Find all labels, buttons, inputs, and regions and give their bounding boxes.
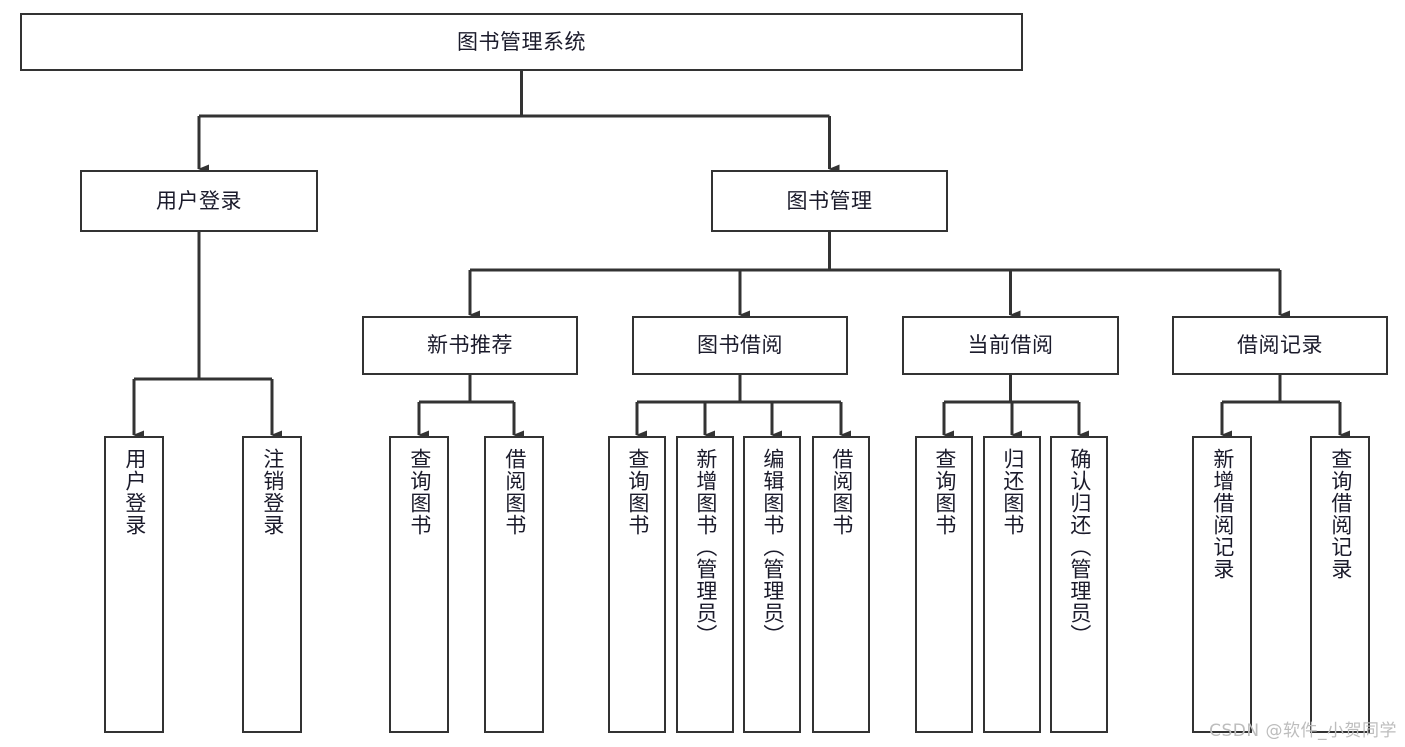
node-book-borrowing[interactable]: 图书借阅 — [632, 316, 848, 375]
leaf-add-book-admin[interactable]: 新增图书（管理员） — [676, 436, 734, 733]
node-new-book-recommendation[interactable]: 新书推荐 — [362, 316, 578, 375]
node-label: 用户登录 — [122, 448, 147, 536]
leaf-add-borrow-record[interactable]: 新增借阅记录 — [1192, 436, 1252, 733]
node-label: 图书管理 — [786, 188, 873, 213]
node-user-login[interactable]: 用户登录 — [80, 170, 318, 232]
node-label: 注销登录 — [260, 448, 285, 536]
node-label: 新增借阅记录 — [1210, 448, 1235, 580]
node-label: 借阅图书 — [829, 448, 854, 536]
node-label: 查询图书 — [407, 448, 432, 536]
leaf-user-logout[interactable]: 注销登录 — [242, 436, 302, 733]
node-label: 归还图书 — [1000, 448, 1025, 536]
leaf-query-book-recommendation[interactable]: 查询图书 — [389, 436, 449, 733]
leaf-query-book-borrowing[interactable]: 查询图书 — [608, 436, 666, 733]
leaf-query-borrow-record[interactable]: 查询借阅记录 — [1310, 436, 1370, 733]
node-label: 当前借阅 — [967, 333, 1054, 358]
node-label: 查询图书 — [932, 448, 957, 536]
leaf-borrow-book-borrowing[interactable]: 借阅图书 — [812, 436, 870, 733]
node-label: 用户登录 — [156, 188, 242, 213]
node-label: 图书管理系统 — [457, 29, 586, 54]
leaf-query-book-current[interactable]: 查询图书 — [915, 436, 973, 733]
node-label: 新书推荐 — [427, 333, 513, 358]
node-label: 借阅图书 — [502, 448, 527, 536]
node-book-management[interactable]: 图书管理 — [711, 170, 948, 232]
leaf-confirm-return-admin[interactable]: 确认归还（管理员） — [1050, 436, 1108, 733]
node-root-system[interactable]: 图书管理系统 — [20, 13, 1023, 71]
leaf-borrow-book-recommendation[interactable]: 借阅图书 — [484, 436, 544, 733]
node-label: 查询借阅记录 — [1328, 448, 1353, 580]
leaf-user-login[interactable]: 用户登录 — [104, 436, 164, 733]
node-borrow-records[interactable]: 借阅记录 — [1172, 316, 1388, 375]
leaf-edit-book-admin[interactable]: 编辑图书（管理员） — [743, 436, 801, 733]
node-label: 新增图书（管理员） — [693, 448, 718, 646]
leaf-return-book[interactable]: 归还图书 — [983, 436, 1041, 733]
node-label: 确认归还（管理员） — [1067, 448, 1092, 646]
node-label: 借阅记录 — [1237, 333, 1323, 358]
node-label: 查询图书 — [625, 448, 650, 536]
node-current-borrowing[interactable]: 当前借阅 — [902, 316, 1119, 375]
node-label: 图书借阅 — [697, 333, 783, 358]
node-label: 编辑图书（管理员） — [760, 448, 785, 646]
